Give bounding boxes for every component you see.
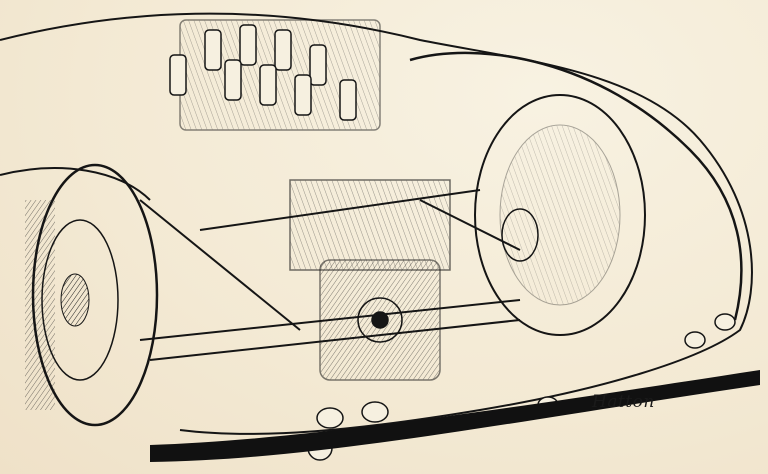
- engine-intakes: [169, 19, 381, 131]
- gearbox: [289, 179, 451, 381]
- rear-right-wheel: [474, 94, 646, 336]
- body-shell: [0, 12, 753, 435]
- ground-shadow: [150, 370, 760, 462]
- artist-signature: Hatton: [592, 392, 655, 412]
- chassis-tubes: [139, 189, 521, 361]
- rear-left-wheel: [25, 163, 159, 427]
